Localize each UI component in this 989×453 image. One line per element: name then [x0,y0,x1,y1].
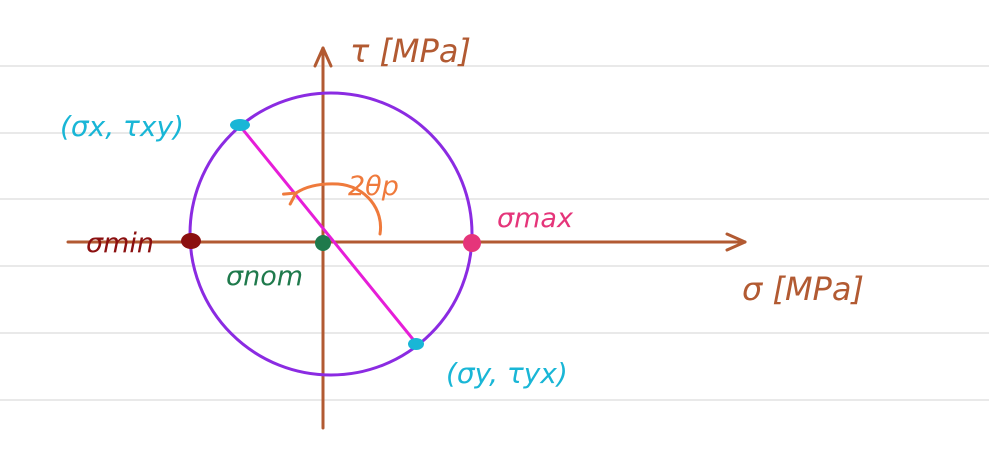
sigma-nom-label: σnom [226,261,303,292]
sigma-max-label: σmax [497,203,574,234]
angle-arc [282,182,383,236]
sigma-min-marker [181,233,201,249]
sigma-max-marker [463,234,481,252]
ruled-lines [0,65,989,401]
angle-label: 2θp [348,171,399,202]
point-y-marker [408,338,424,350]
circle-diameter [238,124,418,345]
point-y-label: (σy, τyx) [446,357,568,390]
point-x-label: (σx, τxy) [60,110,184,143]
sigma-nom-marker [315,235,331,251]
tau-axis-label: τ [MPa] [350,32,471,70]
sigma-min-label: σmin [86,228,154,259]
sigma-axis-label: σ [MPa] [742,270,864,308]
point-x-marker [230,119,250,131]
